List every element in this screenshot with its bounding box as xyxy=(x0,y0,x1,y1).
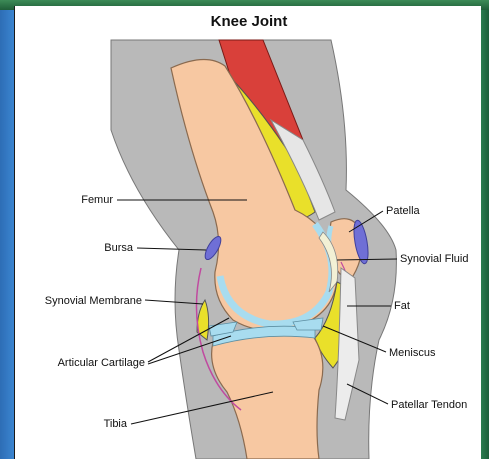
label-synovial-membrane: Synovial Membrane xyxy=(45,295,142,307)
label-bursa: Bursa xyxy=(104,242,134,254)
diagram-panel: Knee Joint Femur Bursa Synovial Membrane… xyxy=(14,6,481,459)
label-tibia: Tibia xyxy=(104,418,128,430)
label-meniscus: Meniscus xyxy=(389,347,436,359)
knee-joint-diagram: Knee Joint Femur Bursa Synovial Membrane… xyxy=(15,6,481,459)
label-articular-cartilage: Articular Cartilage xyxy=(58,357,145,369)
window-frame-right xyxy=(481,10,489,459)
label-fat: Fat xyxy=(394,300,410,312)
label-patella: Patella xyxy=(386,205,421,217)
label-synovial-fluid: Synovial Fluid xyxy=(400,253,468,265)
diagram-title: Knee Joint xyxy=(211,13,288,30)
label-femur: Femur xyxy=(81,194,113,206)
window-frame-left xyxy=(0,10,14,459)
label-patellar-tendon: Patellar Tendon xyxy=(391,399,467,411)
